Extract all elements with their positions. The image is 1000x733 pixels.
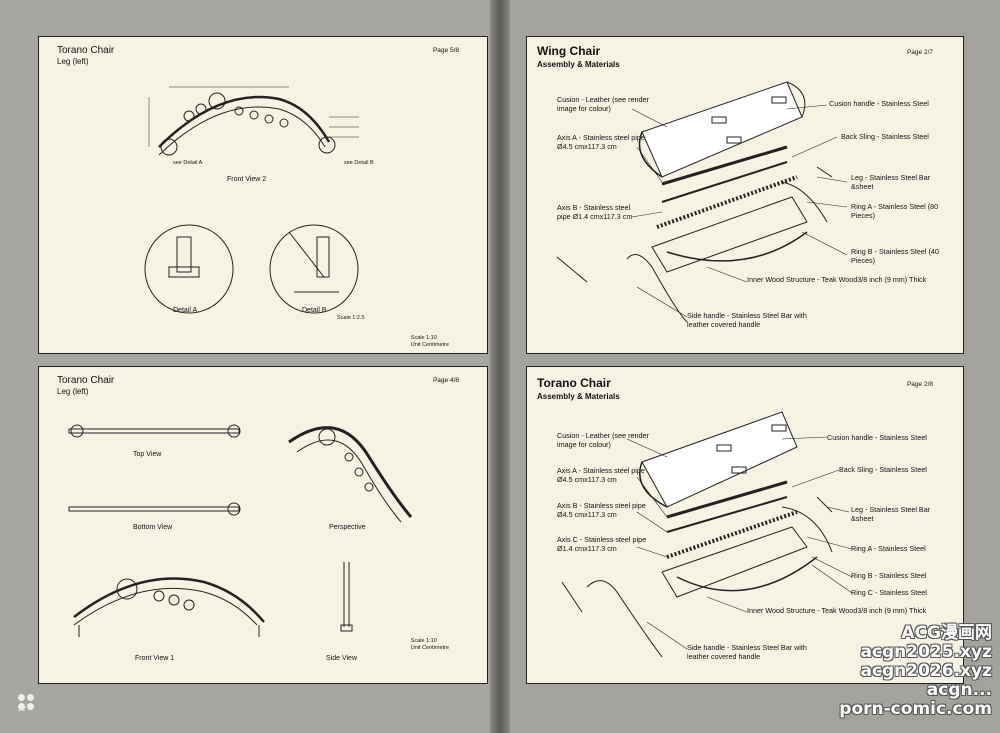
front-view-1-label: Front View 1 — [135, 655, 175, 662]
title-text: Wing Chair — [537, 44, 601, 58]
title-text: Torano Chair — [537, 376, 611, 390]
label-cushion-handle: Cusion handle - Stainless Steel — [827, 433, 927, 442]
label-axis-a: Axis A - Stainless steel pipe Ø4.5 cmx11… — [557, 466, 645, 484]
assembly-panel-torano-chair: Torano Chair Assembly & Materials Page 2… — [526, 366, 964, 684]
label-axis-b: Axis B - Stainless steel pipe Ø4.5 cmx11… — [557, 501, 646, 519]
bottom-view-label: Bottom View — [133, 524, 173, 531]
drawing-panel-leg-details: Torano Chair Leg (left) Page 5/8 — [38, 36, 488, 354]
watermark-line: acgn2026.xyz — [860, 661, 992, 681]
label-back-sling: Back Sling - Stainless Steel — [841, 132, 929, 141]
side-view-label: Side View — [326, 655, 358, 662]
label-leg: Leg - Stainless Steel Bar &sheet — [851, 505, 931, 523]
unit-text: Unit Centimetre — [410, 645, 449, 651]
drawing-scale: Scale 1:10 Unit Centimetre — [411, 335, 449, 349]
book-gutter — [490, 0, 510, 733]
label-ring-b: Ring B - Stainless Steel (40 Pieces) — [851, 247, 939, 265]
detail-b-label: Detail B — [302, 307, 327, 314]
watermark-line: ACG漫画网 — [901, 623, 992, 643]
page-number: Page 4/8 — [432, 377, 459, 384]
torano-chair-exploded-view — [561, 411, 853, 658]
folio-number: 22 — [18, 706, 26, 713]
panel-title: Torano Chair Leg (left) — [57, 45, 114, 67]
detail-scale: Scale 1:2.5 — [337, 315, 365, 321]
drawing-panel-leg-views: Torano Chair Leg (left) Page 4/8 — [38, 366, 488, 684]
label-cushion: Cusion - Leather (see render image for c… — [557, 431, 649, 449]
subtitle-text: Assembly & Materials — [537, 60, 620, 69]
assembly-panel-wing-chair: Wing Chair Assembly & Materials Page 2/7 — [526, 36, 964, 354]
wing-chair-exploded-view — [556, 81, 848, 323]
label-axis-b: Axis B - Stainless steel pipe Ø1.4 cmx11… — [557, 203, 633, 221]
label-back-sling: Back Sling - Stainless Steel — [839, 465, 927, 474]
label-side-handle: Side handle - Stainless Steel Bar with l… — [687, 643, 807, 661]
scale-text: Scale 1:10 — [410, 638, 437, 644]
title-text: Torano Chair — [57, 375, 115, 386]
label-axis-a: Axis A - Stainless steel pipe Ø4.5 cmx11… — [557, 133, 645, 151]
panel-title: Wing Chair Assembly & Materials — [537, 45, 620, 71]
page-number: Page 5/8 — [432, 47, 459, 54]
label-side-handle: Side handle - Stainless Steel Bar with l… — [687, 311, 807, 329]
label-axis-c: Axis C - Stainless steel pipe Ø1.4 cmx11… — [557, 535, 647, 553]
see-detail-a-label: see Detail A — [173, 160, 203, 166]
front-view-2-label: Front View 2 — [227, 176, 267, 183]
label-ring-a: Ring A - Stainless Steel — [851, 544, 926, 553]
watermark-line: acgn... — [926, 680, 992, 700]
label-ring-a: Ring A - Stainless Steel (80 Pieces) — [851, 202, 939, 220]
panel-title: Torano Chair Assembly & Materials — [537, 377, 620, 403]
perspective-label: Perspective — [329, 524, 366, 531]
label-cushion: Cusion - Leather (see render image for c… — [557, 95, 649, 113]
scale-text: Scale 1:10 — [410, 335, 437, 341]
subtitle-text: Leg (left) — [57, 57, 89, 66]
see-detail-b-label: see Detail B — [344, 160, 374, 166]
watermark-line: acgn2025.xyz — [860, 642, 992, 662]
subtitle-text: Assembly & Materials — [537, 392, 620, 401]
page-number: Page 2/7 — [906, 49, 933, 56]
label-inner-wood: Inner Wood Structure - Teak Wood3/8 inch… — [747, 606, 927, 615]
subtitle-text: Leg (left) — [57, 387, 89, 396]
label-ring-b: Ring B - Stainless Steel — [851, 571, 927, 580]
unit-text: Unit Centimetre — [410, 342, 449, 348]
panel-title: Torano Chair Leg (left) — [57, 375, 114, 397]
watermark-line: porn-comic.com — [839, 699, 992, 719]
label-cushion-handle: Cusion handle - Stainless Steel — [829, 99, 929, 108]
page-number: Page 2/8 — [906, 381, 933, 388]
watermark: ACG漫画网 acgn2025.xyz acgn2026.xyz acgn...… — [839, 624, 992, 719]
title-text: Torano Chair — [57, 45, 115, 56]
leg-orthographic-drawing — [68, 424, 413, 637]
leg-front-detail-drawing — [144, 86, 359, 314]
top-view-label: Top View — [133, 451, 162, 458]
label-ring-c: Ring C - Stainless Steel — [851, 588, 927, 597]
detail-a-label: Detail A — [173, 307, 198, 314]
drawing-scale: Scale 1:10 Unit Centimetre — [411, 638, 449, 652]
label-inner-wood: Inner Wood Structure - Teak Wood3/8 inch… — [747, 275, 927, 284]
label-leg: Leg - Stainless Steel Bar &sheet — [851, 173, 931, 191]
